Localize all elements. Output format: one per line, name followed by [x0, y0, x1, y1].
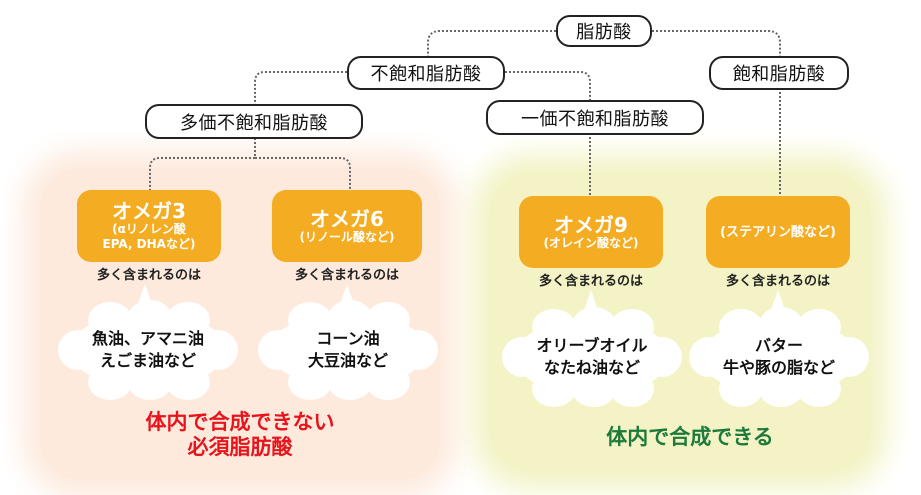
- omega9-foods-cloud: オリーブオイル なたね油など: [502, 307, 682, 407]
- omega3-foods-cloud: 魚油、アマニ油 えごま油など: [58, 300, 238, 400]
- connector-poly-omega3: [149, 157, 255, 192]
- omega9-foods-line-1: オリーブオイル: [536, 336, 648, 355]
- stearic-foods-cloud: バター 牛や豚の脂など: [689, 307, 869, 407]
- node-fatty-acid-label: 脂肪酸: [576, 22, 632, 43]
- stearic-box: (ステアリン酸など): [706, 196, 850, 268]
- essential-footer-line-2: 必須脂肪酸: [187, 435, 293, 459]
- synthesizable-footer: 体内で合成できる: [540, 425, 840, 450]
- node-saturated-label: 飽和脂肪酸: [732, 64, 826, 85]
- omega6-title: オメガ6: [310, 206, 384, 231]
- connector-unsat-poly: [254, 71, 347, 105]
- stearic-foods-line-1: バター: [754, 336, 803, 355]
- omega3-foods-line-1: 魚油、アマニ油: [91, 329, 204, 348]
- omega3-foods-line-2: えごま油など: [99, 351, 196, 370]
- connector-root-unsaturated: [427, 30, 556, 58]
- omega6-sub: (リノール酸など): [299, 229, 395, 244]
- connector-poly-omega6: [255, 157, 351, 192]
- node-unsaturated: 不飽和脂肪酸: [347, 56, 505, 90]
- omega3-contains-label: 多く含まれるのは: [96, 268, 201, 283]
- omega9-box: オメガ9 (オレイン酸など): [519, 196, 663, 268]
- stearic-foods-line-2: 牛や豚の脂など: [722, 358, 835, 377]
- node-monounsaturated-label: 一価不飽和脂肪酸: [521, 108, 669, 130]
- omega6-contains-label: 多く含まれるのは: [294, 268, 399, 283]
- omega3-box: オメガ3 (αリノレン酸 EPA, DHAなど): [77, 190, 221, 262]
- stearic-sub: (ステアリン酸など): [720, 224, 836, 240]
- node-fatty-acid: 脂肪酸: [556, 15, 652, 47]
- omega3-sub-2: EPA, DHAなど): [102, 237, 196, 251]
- omega6-foods-line-2: 大豆油など: [307, 351, 388, 370]
- omega9-foods-line-2: なたね油など: [543, 358, 640, 377]
- omega3-title: オメガ3: [112, 199, 186, 223]
- omega9-title: オメガ9: [554, 212, 628, 237]
- omega3-sub-1: (αリノレン酸: [112, 222, 186, 236]
- connector-root-saturated: [652, 30, 781, 58]
- essential-footer: 体内で合成できない 必須脂肪酸: [90, 410, 390, 460]
- node-monounsaturated: 一価不飽和脂肪酸: [486, 100, 704, 135]
- omega6-foods-line-1: コーン油: [316, 329, 380, 348]
- node-polyunsaturated: 多価不飽和脂肪酸: [145, 104, 363, 139]
- synthesizable-footer-line-1: 体内で合成できる: [606, 425, 774, 449]
- node-polyunsaturated-label: 多価不飽和脂肪酸: [180, 112, 328, 134]
- node-saturated: 飽和脂肪酸: [709, 56, 849, 90]
- node-unsaturated-label: 不飽和脂肪酸: [370, 64, 482, 85]
- omega9-contains-label: 多く含まれるのは: [538, 274, 643, 289]
- essential-footer-line-1: 体内で合成できない: [145, 410, 335, 434]
- omega9-sub: (オレイン酸など): [543, 235, 639, 250]
- omega6-foods-cloud: コーン油 大豆油など: [258, 300, 438, 400]
- stearic-contains-label: 多く含まれるのは: [725, 274, 830, 289]
- omega6-box: オメガ6 (リノール酸など): [272, 190, 422, 262]
